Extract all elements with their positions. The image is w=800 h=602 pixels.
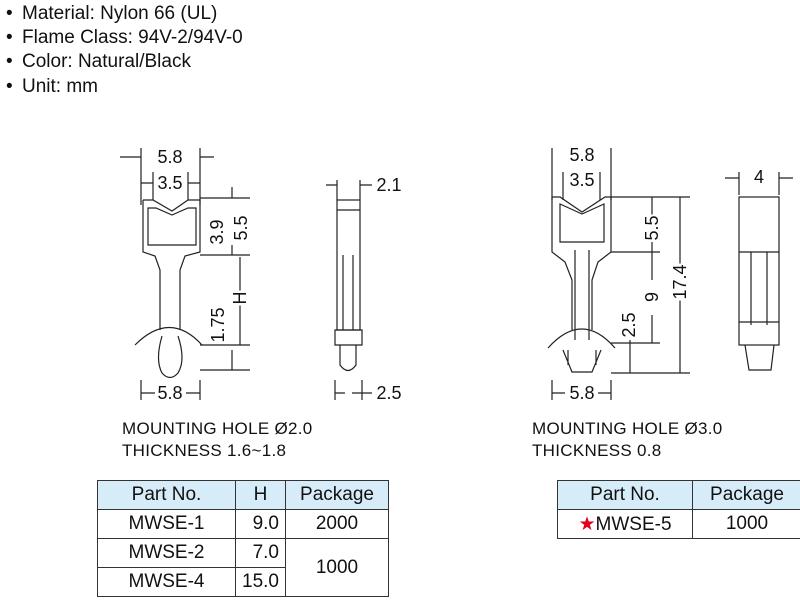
dim-bottom-width: 5.8 [568,383,596,403]
table-row: ★MWSE-5 1000 [557,509,800,539]
right-front-view [547,148,690,400]
dim-side-width: 2.1 [375,175,403,195]
spec-flame-class: •Flame Class: 94V-2/94V-0 [6,27,243,48]
table-header: Part No. H Package [97,480,390,510]
dim-tip: 1.75 [208,306,228,344]
dim-top-width: 5.8 [568,145,596,165]
parts-table-left: Part No. H Package MWSE-1 9.0 2000 MWSE-… [97,480,390,597]
left-mounting-hole: MOUNTING HOLE Ø2.0 [122,419,313,438]
left-side-view [326,180,372,400]
dim-bottom-width: 5.8 [156,383,184,403]
left-front-view [120,148,250,400]
table-row: MWSE-4 15.0 [97,567,389,597]
star-icon: ★ [578,513,596,535]
dim-tip: 2.5 [619,311,639,339]
table-row: MWSE-1 9.0 2000 [97,509,390,539]
dim-slot-width: 3.5 [568,170,596,190]
spec-color: •Color: Natural/Black [6,51,191,72]
dim-stem: 9 [642,290,662,304]
right-thickness: THICKNESS 0.8 [532,441,662,460]
dim-side-width: 4 [752,167,766,187]
dim-slot-width: 3.5 [156,173,184,193]
parts-table-right: Part No. Package ★MWSE-5 1000 [557,480,800,539]
left-thickness: THICKNESS 1.6~1.8 [122,441,287,460]
dim-top-width: 5.8 [156,147,184,167]
dim-head-height: 5.5 [231,214,251,242]
dim-total: 17.4 [670,263,690,301]
table-row: MWSE-2 7.0 1000 [97,538,390,597]
right-mounting-hole: MOUNTING HOLE Ø3.0 [532,419,723,438]
dim-h: H [230,290,250,306]
dim-slot-depth: 3.9 [207,218,227,246]
spec-material: •Material: Nylon 66 (UL) [6,3,218,24]
dim-head-height: 5.5 [642,214,662,242]
dim-side-tip: 2.5 [375,383,403,403]
table-header: Part No. Package [557,480,800,510]
right-side-view [725,172,793,371]
spec-unit: •Unit: mm [6,76,98,97]
